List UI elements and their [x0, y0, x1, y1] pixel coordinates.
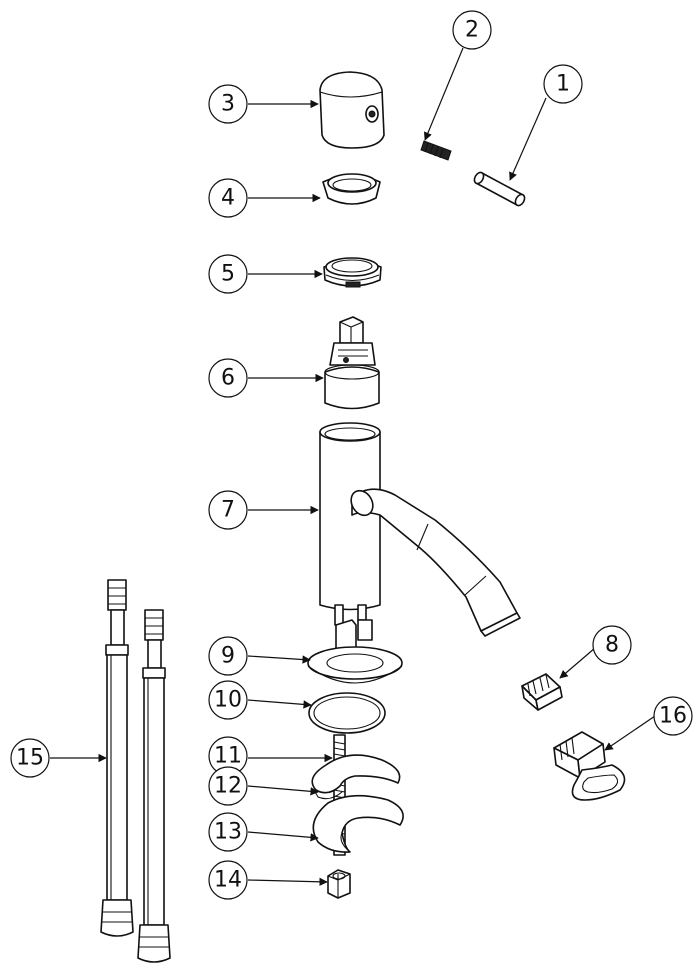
part-3-handle-cap [319, 71, 385, 149]
part-9-base-washer [307, 619, 403, 684]
callout-3: 3 [208, 84, 248, 124]
part-15-flexible-hoses [100, 579, 171, 963]
part-8-aerator [521, 673, 563, 711]
callout-14-label: 14 [214, 868, 242, 893]
callout-1-label: 1 [556, 72, 570, 97]
callout-7: 7 [208, 490, 248, 530]
part-16-aerator-key [553, 731, 626, 801]
callout-8: 8 [592, 625, 632, 665]
part-10-gasket [308, 692, 386, 734]
callout-6-label: 6 [221, 366, 235, 391]
callout-6: 6 [208, 358, 248, 398]
callout-12-label: 12 [214, 774, 242, 799]
callout-10-label: 10 [214, 688, 242, 713]
callout-14: 14 [208, 860, 248, 900]
callout-9-label: 9 [221, 644, 235, 669]
callout-11-label: 11 [214, 744, 242, 769]
callout-12: 12 [208, 766, 248, 806]
callout-13: 13 [208, 812, 248, 852]
part-13-horseshoe-washer [312, 794, 404, 853]
callout-11: 11 [208, 736, 248, 776]
callout-9: 9 [208, 636, 248, 676]
callout-16: 16 [653, 696, 693, 736]
leader-lines [50, 47, 656, 887]
callout-10: 10 [208, 680, 248, 720]
part-6-cartridge [324, 316, 380, 410]
callout-2-label: 2 [465, 18, 479, 43]
callout-3-label: 3 [221, 92, 235, 117]
part-4-cover-ring [322, 173, 381, 205]
callout-13-label: 13 [214, 820, 242, 845]
part-7-faucet-body [319, 422, 521, 637]
callout-8-label: 8 [605, 633, 619, 658]
callout-15-label: 15 [16, 746, 44, 771]
callout-15: 15 [10, 738, 50, 778]
part-5-nut-ring [323, 257, 382, 288]
part-1-pin [473, 171, 526, 207]
part-2-set-screw [420, 140, 452, 161]
callout-4-label: 4 [221, 186, 235, 211]
callout-2: 2 [452, 10, 492, 50]
callout-5: 5 [208, 254, 248, 294]
part-14-nut [327, 869, 351, 899]
part-12-horseshoe-washer [311, 754, 401, 800]
callout-4: 4 [208, 178, 248, 218]
callout-7-label: 7 [221, 498, 235, 523]
callout-1: 1 [543, 64, 583, 104]
callout-16-label: 16 [659, 704, 687, 729]
callout-5-label: 5 [221, 262, 235, 287]
